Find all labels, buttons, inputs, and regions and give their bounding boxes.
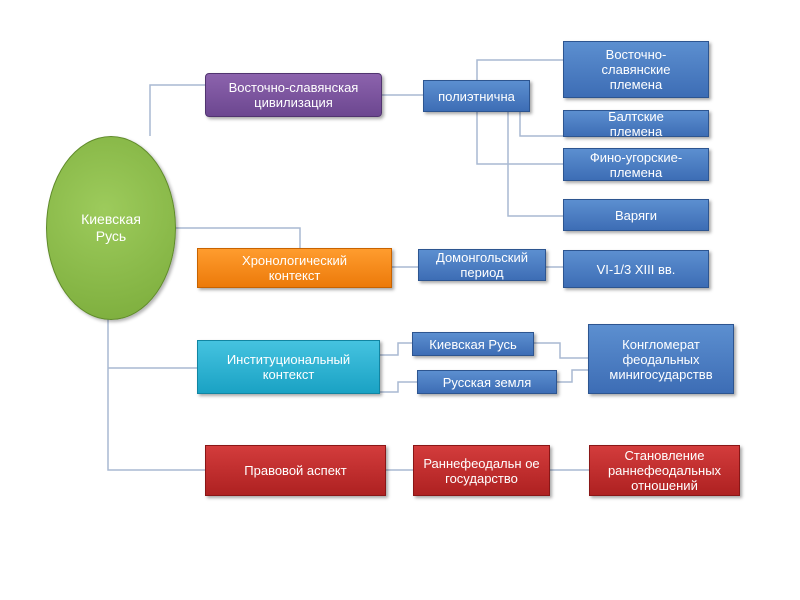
branch-chronology: Хронологический контекст — [197, 248, 392, 288]
connector-middle-item4 — [507, 112, 563, 217]
connector-middle-item2 — [519, 112, 563, 137]
node-baltic-tribes-label: Балтские племена — [608, 110, 664, 137]
node-varangians: Варяги — [563, 199, 709, 231]
branch-chronology-label: Хронологический контекст — [242, 253, 347, 283]
branch-legal: Правовой аспект — [205, 445, 386, 496]
branch-civilization-label: Восточно-славянская цивилизация — [228, 80, 359, 110]
connector-middle2-result — [557, 369, 588, 383]
connector-root-civilization — [149, 84, 205, 136]
node-varangians-label: Варяги — [614, 207, 658, 223]
connector-middle-item1 — [476, 59, 563, 80]
node-finno-ugric-tribes-label: Фино-угорские-племена — [589, 149, 683, 180]
node-early-feudal-relations-label: Становление раннефеодальных отношений — [607, 448, 722, 493]
node-kievan-rus: Киевская Русь — [412, 332, 534, 356]
connector-root-institutional-legal — [107, 318, 205, 471]
connector-root-chronology — [174, 227, 301, 248]
node-finno-ugric-tribes: Фино-угорские-племена — [563, 148, 709, 181]
node-polyethnic-label: полиэтнична — [438, 88, 515, 104]
node-pre-mongol-period: Домонгольский период — [418, 249, 546, 281]
node-polyethnic: полиэтнична — [423, 80, 530, 112]
connector-middle1-result — [534, 342, 588, 359]
branch-civilization: Восточно-славянская цивилизация — [205, 73, 382, 117]
node-early-feudal-state: Раннефеодальн ое государство — [413, 445, 550, 496]
root-label: Киевская Русь — [81, 211, 141, 244]
connector-middle-item3 — [476, 112, 563, 165]
branch-institutional: Институциональный контекст — [197, 340, 380, 394]
connector-inst-middle2 — [380, 381, 417, 393]
node-early-feudal-state-label: Раннефеодальн ое государство — [423, 455, 540, 486]
node-conglomerate-label: Конгломерат феодальных минигосударствв — [609, 336, 713, 382]
node-russian-land-label: Русская земля — [442, 374, 532, 390]
node-east-slavic-tribes: Восточно-славянские племена — [563, 41, 709, 98]
node-conglomerate: Конгломерат феодальных минигосударствв — [588, 324, 734, 394]
node-period-dates: VI-1/3 XIII вв. — [563, 250, 709, 288]
branch-institutional-label: Институциональный контекст — [226, 352, 351, 382]
node-kievan-rus-label: Киевская Русь — [429, 336, 517, 352]
node-russian-land: Русская земля — [417, 370, 557, 394]
node-period-dates-label: VI-1/3 XIII вв. — [596, 261, 676, 277]
branch-legal-label: Правовой аспект — [244, 463, 347, 478]
node-east-slavic-tribes-label: Восточно-славянские племена — [601, 47, 671, 92]
node-early-feudal-relations: Становление раннефеодальных отношений — [589, 445, 740, 496]
root-node-kievan-rus: Киевская Русь — [46, 136, 176, 320]
connector-inst-middle1 — [380, 342, 412, 356]
node-baltic-tribes: Балтские племена — [563, 110, 709, 137]
node-pre-mongol-period-label: Домонгольский период — [436, 250, 528, 280]
